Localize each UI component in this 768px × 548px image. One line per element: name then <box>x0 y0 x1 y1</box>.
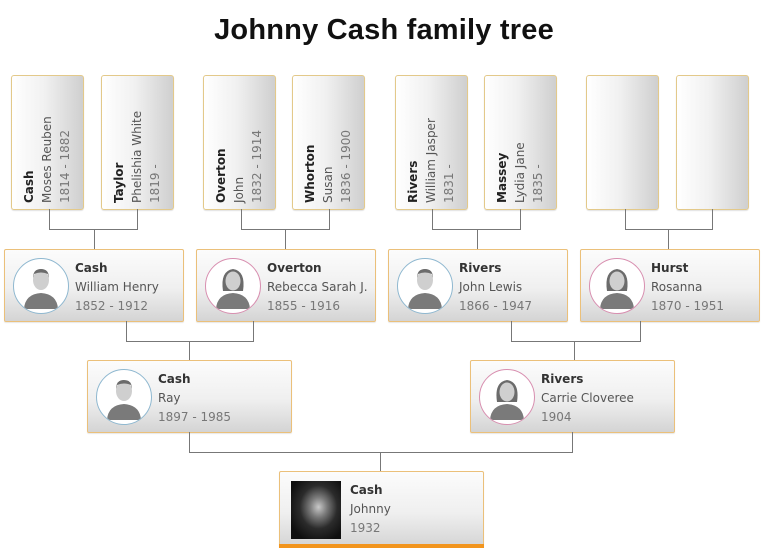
given-name: Rosanna <box>651 280 703 294</box>
person-card-gen3[interactable]: Overton Rebecca Sarah J. 1855 - 1916 <box>196 249 376 322</box>
given-name: John <box>232 176 246 203</box>
life-dates: 1835 - <box>531 164 545 203</box>
given-name: Moses Reuben <box>40 116 54 203</box>
connector <box>625 229 713 230</box>
given-name: William Jasper <box>424 118 438 203</box>
given-name: Carrie Cloveree <box>541 391 634 405</box>
surname: Cash <box>22 170 36 203</box>
surname: Rivers <box>541 372 584 386</box>
connector <box>94 229 95 249</box>
life-dates: 1870 - 1951 <box>651 299 725 313</box>
connector <box>477 229 478 249</box>
person-card-gen2[interactable]: Rivers Carrie Cloveree 1904 <box>470 360 675 433</box>
connector <box>572 432 573 452</box>
given-name: William Henry <box>75 280 159 294</box>
connector <box>126 341 254 342</box>
connector <box>189 341 190 360</box>
connector <box>511 321 512 341</box>
connector <box>189 432 190 452</box>
life-dates: 1832 - 1914 <box>250 129 264 203</box>
male-avatar-icon <box>13 258 69 314</box>
connector <box>189 452 573 453</box>
life-dates: 1897 - 1985 <box>158 410 232 424</box>
surname: Whorton <box>303 144 317 203</box>
male-avatar-icon <box>96 369 152 425</box>
given-name: Phelishia White <box>130 110 144 203</box>
given-name: Ray <box>158 391 181 405</box>
person-card-gen3[interactable]: Cash William Henry 1852 - 1912 <box>4 249 184 322</box>
female-avatar-icon <box>479 369 535 425</box>
surname: Taylor <box>112 162 126 203</box>
surname: Cash <box>350 483 383 497</box>
life-dates: 1904 <box>541 410 572 424</box>
life-dates: 1932 <box>350 521 381 535</box>
connector <box>380 452 381 471</box>
person-card-gen4[interactable]: Taylor Phelishia White 1819 - <box>101 75 174 210</box>
given-name: Johnny <box>350 502 391 516</box>
given-name: John Lewis <box>459 280 523 294</box>
surname: Rivers <box>459 261 502 275</box>
connector <box>241 209 242 229</box>
connector <box>137 209 138 229</box>
person-card-gen4[interactable]: Cash Moses Reuben 1814 - 1882 <box>11 75 84 210</box>
connector <box>329 209 330 229</box>
person-card-gen2[interactable]: Cash Ray 1897 - 1985 <box>87 360 292 433</box>
page-title: Johnny Cash family tree <box>214 14 554 46</box>
life-dates: 1855 - 1916 <box>267 299 341 313</box>
life-dates: 1814 - 1882 <box>58 129 72 203</box>
empty-person-card[interactable] <box>586 75 659 210</box>
connector <box>432 209 433 229</box>
given-name: Susan <box>321 166 335 203</box>
empty-person-card[interactable] <box>676 75 749 210</box>
connector <box>574 341 575 360</box>
surname: Cash <box>158 372 191 386</box>
connector <box>520 209 521 229</box>
surname: Overton <box>267 261 322 275</box>
connector <box>49 229 138 230</box>
connector <box>640 321 641 341</box>
given-name: Lydia Jane <box>513 142 527 203</box>
surname: Overton <box>214 148 228 203</box>
root-person-card[interactable]: Cash Johnny 1932 <box>279 471 484 548</box>
connector <box>712 209 713 229</box>
connector <box>285 229 286 249</box>
person-card-gen4[interactable]: Rivers William Jasper 1831 - <box>395 75 468 210</box>
life-dates: 1819 - <box>148 164 162 203</box>
connector <box>126 321 127 341</box>
surname: Rivers <box>406 160 420 203</box>
connector <box>253 321 254 341</box>
life-dates: 1836 - 1900 <box>339 129 353 203</box>
life-dates: 1831 - <box>442 164 456 203</box>
connector <box>668 229 669 249</box>
portrait-photo <box>291 481 341 539</box>
given-name: Rebecca Sarah J. <box>267 280 368 294</box>
female-avatar-icon <box>589 258 645 314</box>
connector <box>511 341 641 342</box>
surname: Massey <box>495 152 509 203</box>
connector <box>625 209 626 229</box>
connector <box>49 209 50 229</box>
surname: Hurst <box>651 261 689 275</box>
female-avatar-icon <box>205 258 261 314</box>
selected-indicator <box>279 544 484 548</box>
life-dates: 1866 - 1947 <box>459 299 533 313</box>
person-card-gen4[interactable]: Massey Lydia Jane 1835 - <box>484 75 557 210</box>
life-dates: 1852 - 1912 <box>75 299 149 313</box>
person-card-gen4[interactable]: Whorton Susan 1836 - 1900 <box>292 75 365 210</box>
person-card-gen3[interactable]: Hurst Rosanna 1870 - 1951 <box>580 249 760 322</box>
surname: Cash <box>75 261 108 275</box>
male-avatar-icon <box>397 258 453 314</box>
person-card-gen3[interactable]: Rivers John Lewis 1866 - 1947 <box>388 249 568 322</box>
connector <box>432 229 521 230</box>
